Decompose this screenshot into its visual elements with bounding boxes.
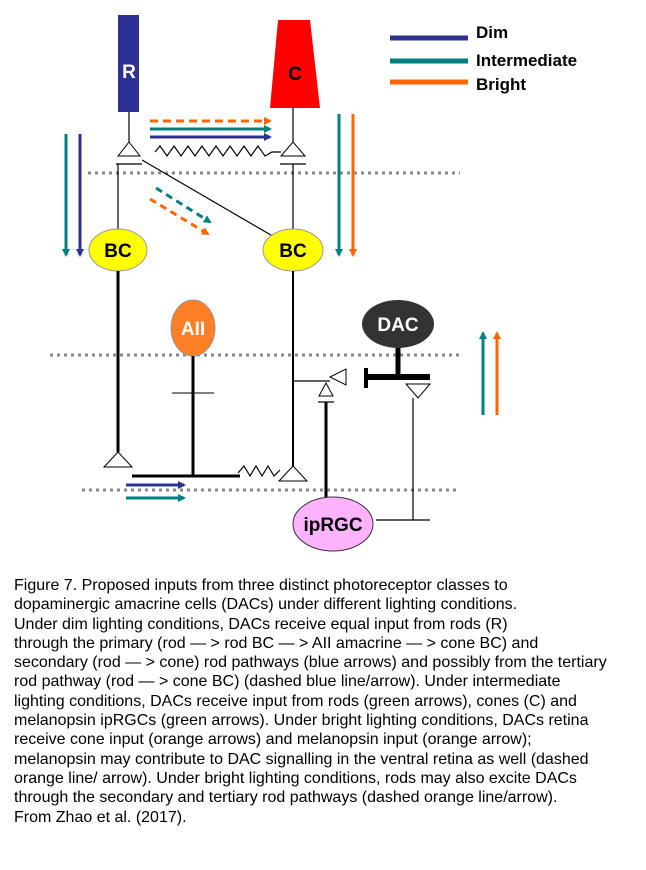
- aii-cone-bc-gap-junction: [237, 464, 281, 478]
- dac-label: DAC: [377, 315, 418, 336]
- iprgc-cell: [292, 496, 374, 552]
- cone-bc-terminal-synapse: [277, 465, 309, 482]
- legend-dim-label: Dim: [476, 23, 508, 42]
- legend-intermediate-label: Intermediate: [476, 51, 577, 70]
- rod-to-cone-bc-connection: [141, 159, 277, 239]
- dac-cell: [362, 300, 434, 348]
- cone-label: C: [288, 64, 302, 85]
- layer-boundaries: [50, 171, 460, 492]
- rod-cone-gap-junction: [154, 144, 281, 158]
- dac-input-synapse: [328, 368, 347, 386]
- iprgc-output-synapse: [318, 381, 334, 397]
- retina-circuit-diagram: Dim Intermediate Bright R C BC BC: [50, 15, 577, 552]
- legend-bright-label: Bright: [476, 75, 526, 94]
- iprgc-label: ipRGC: [303, 515, 362, 536]
- rod-terminal-synapse: [116, 141, 142, 157]
- rod-label: R: [122, 62, 136, 83]
- dac-output-synapse: [404, 383, 432, 399]
- rod-bc-label: BC: [104, 241, 132, 262]
- dashed-teal-tertiary-arrow: [155, 186, 212, 224]
- aii-label: AII: [181, 319, 205, 340]
- cone-bc-label: BC: [279, 241, 307, 262]
- figure-caption: Figure 7. Proposed inputs from three dis…: [14, 577, 607, 826]
- legend: Dim Intermediate Bright: [390, 23, 577, 94]
- cone-photoreceptor: [270, 20, 320, 108]
- cone-terminal-synapse: [279, 141, 307, 157]
- rod-photoreceptor: [118, 15, 139, 112]
- rod-bc-terminal-synapse: [102, 451, 134, 468]
